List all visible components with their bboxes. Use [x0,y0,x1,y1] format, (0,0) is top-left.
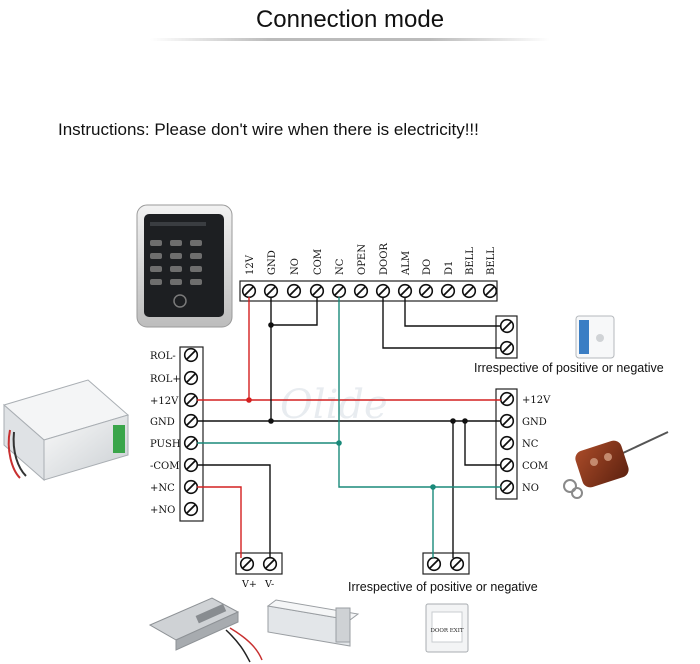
electric-bolt-lock-icon [148,597,263,663]
exit-button-note: Irrespective of positive or negative [348,580,538,594]
top-terminal-screw [482,283,498,299]
power-supply-terminal-label: ROL- [150,351,176,362]
wire-com-bridge [271,297,318,326]
lock-terminal-label: V+ [241,579,257,590]
exit-button-terminal-screw [449,556,465,572]
receiver-terminal-screw [499,457,515,473]
exit-button-label: DOOR EXIT [430,628,463,634]
wire-junction [268,322,274,328]
top-terminal-label: NO [290,258,301,275]
lock-terminal-label: V- [264,579,274,590]
top-terminal-label: NC [335,258,346,275]
top-terminal-screw [461,283,477,299]
top-terminal-label: D1 [444,261,455,275]
power-supply-terminal-label: +12V [150,396,179,407]
top-terminal-screw [397,283,413,299]
power-supply-terminal-screw [183,413,199,429]
top-terminal-label: DOOR [379,243,390,275]
receiver-terminal-label: GND [522,417,547,428]
lock-terminal-block: V+ V- [235,552,283,590]
top-terminal-label: OPEN [357,244,368,275]
power-supply-terminal-label: ROL+ [150,374,181,385]
power-supply-terminal-screw [183,370,199,386]
receiver-terminal-screw [499,413,515,429]
receiver-terminal-strip: +12V GND NC COM NO [495,388,551,500]
doorbell-terminal-screw [499,340,515,356]
lock-terminal-screw [262,556,278,572]
receiver-terminal-screw [499,435,515,451]
top-terminal-label: GND [267,250,278,275]
remote-control-icon [563,431,669,499]
receiver-terminal-label: NC [522,439,539,450]
top-terminal-label: 12V [245,254,256,275]
top-terminal-screw [309,283,325,299]
doorbell-terminal-screw [499,318,515,334]
top-terminal-screw [375,283,391,299]
wire-junction [268,418,274,424]
wire-bell-b [404,297,501,327]
top-terminal-label: BELL [486,247,497,275]
power-supply-unit-icon [2,379,130,482]
power-supply-terminal-screw [183,435,199,451]
top-terminal-screw [331,283,347,299]
doorbell-note: Irrespective of positive or negative [474,361,664,375]
top-terminal-screw [241,283,257,299]
wire-open-receiver [338,297,501,488]
lock-terminal-screw [239,556,255,572]
top-terminal-screw [263,283,279,299]
wire-lock-negative [197,464,271,558]
top-terminal-screw [440,283,456,299]
instructions-text: Instructions: Please don't wire when the… [58,120,479,139]
wire-lock-positive [197,486,242,509]
receiver-terminal-label: +12V [522,395,551,406]
wire-junction [336,440,342,446]
top-terminal-label: BELL [465,247,476,275]
keypad-reader-icon [136,204,233,328]
title-divider [150,38,550,41]
top-terminal-label: ALM [401,251,412,276]
wire-receiver-com [464,421,501,466]
exit-button-icon: DOOR EXIT [425,603,469,653]
wire-junction [450,418,456,424]
top-terminal-screw [418,283,434,299]
power-supply-terminal-label: +NO [150,505,175,516]
exit-button-terminal-screw [426,556,442,572]
wiring [197,297,501,558]
wire-junction [462,418,468,424]
power-supply-terminal-screw [183,392,199,408]
power-supply-terminal-label: +NC [150,483,175,494]
doorbell-terminal-block [495,315,518,359]
doorbell-icon [575,315,615,359]
top-terminal-strip: 12V GND NO COM NC OPEN DOOR ALM DO D1 BELL BELL [239,243,498,302]
receiver-terminal-screw [499,479,515,495]
power-supply-terminal-label: GND [150,417,175,428]
top-terminal-label: COM [313,249,324,275]
power-supply-terminal-screw [183,501,199,517]
exit-button-terminal-block [422,552,470,575]
power-supply-terminal-label: PUSH [150,439,181,450]
power-supply-terminal-strip: ROL- ROL+ +12V GND PUSH -COM +NC +NO [150,346,204,522]
top-terminal-label: DO [422,259,433,275]
page-title: Connection mode [255,6,445,33]
wire-junction [246,397,252,403]
power-supply-terminal-screw [183,347,199,363]
receiver-terminal-screw [499,391,515,407]
top-terminal-screw [286,283,302,299]
top-terminal-screw [353,283,369,299]
wire-junction [430,484,436,490]
magnetic-lock-icon [266,599,360,647]
power-supply-terminal-screw [183,457,199,473]
power-supply-terminal-label: -COM [150,461,179,472]
wire-bell-a [382,297,501,349]
receiver-terminal-label: COM [522,461,548,472]
power-supply-terminal-screw [183,479,199,495]
receiver-terminal-label: NO [522,483,539,494]
